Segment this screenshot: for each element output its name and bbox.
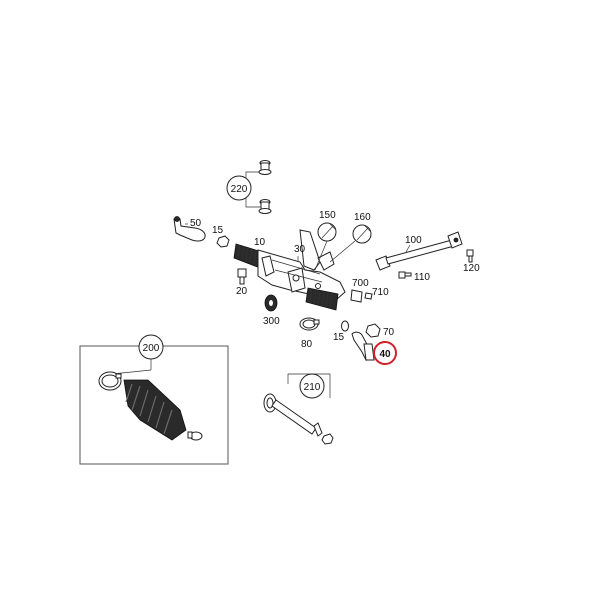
label-50: 50 <box>190 218 202 229</box>
label-100: 100 <box>405 235 422 246</box>
part-120-bolt[interactable]: 120 <box>463 249 480 274</box>
label-710: 710 <box>372 287 389 298</box>
label-40: 40 <box>379 349 391 360</box>
wrench-icon-2 <box>352 224 372 244</box>
wrench-icon <box>317 222 337 242</box>
part-20-bolt[interactable]: 20 <box>236 268 248 297</box>
steering-gear-housing[interactable] <box>257 229 346 301</box>
part-160-tool[interactable]: 160 <box>329 212 372 263</box>
label-70: 70 <box>383 327 395 338</box>
part-70-nut[interactable]: 70 <box>365 323 395 338</box>
part-300-pinion-seal[interactable]: 300 <box>263 294 280 327</box>
label-20: 20 <box>236 286 248 297</box>
label-210: 210 <box>304 382 321 393</box>
part-15-nut-left[interactable]: 15 <box>212 225 230 248</box>
label-300: 300 <box>263 316 280 327</box>
part-30-fitting[interactable]: 30 <box>294 244 306 262</box>
part-10-bellow-left[interactable]: 10 <box>233 237 266 269</box>
part-bellow-right[interactable] <box>305 287 339 311</box>
part-210-inner-tie-rod[interactable]: 210 <box>263 373 334 445</box>
bushing-upper <box>258 160 272 175</box>
label-110: 110 <box>414 272 430 283</box>
part-150-tool[interactable]: 150 <box>314 210 337 271</box>
part-200-bellow-kit[interactable]: 200 <box>79 334 229 465</box>
part-220-group[interactable]: 220 <box>226 160 272 214</box>
label-15-right: 15 <box>333 332 345 343</box>
part-40-tie-rod-end-right[interactable]: 40 <box>351 331 397 365</box>
part-710-clip[interactable]: 710 <box>364 287 389 300</box>
callout-circle-210 <box>299 373 325 399</box>
label-220: 220 <box>231 184 248 195</box>
label-10: 10 <box>254 237 266 248</box>
callout-circle-220 <box>226 175 252 201</box>
bushing-lower <box>258 199 272 214</box>
part-700-clamp[interactable]: 700 <box>350 278 369 303</box>
part-50-tie-rod-end-left[interactable]: 50 <box>173 216 206 242</box>
label-120: 120 <box>463 263 480 274</box>
part-100-steering-shaft[interactable]: 100 <box>375 231 463 271</box>
highlight-circle <box>373 341 397 365</box>
part-110-bolt[interactable]: 110 <box>398 271 430 283</box>
label-80: 80 <box>301 339 313 350</box>
part-80-hose-clamp[interactable]: 80 <box>299 317 320 350</box>
label-15-left: 15 <box>212 225 224 236</box>
label-700: 700 <box>352 278 369 289</box>
label-160: 160 <box>354 212 371 223</box>
label-200: 200 <box>143 343 160 354</box>
label-150: 150 <box>319 210 336 221</box>
label-30: 30 <box>294 244 306 255</box>
part-15-nut-right[interactable]: 15 <box>333 320 349 343</box>
